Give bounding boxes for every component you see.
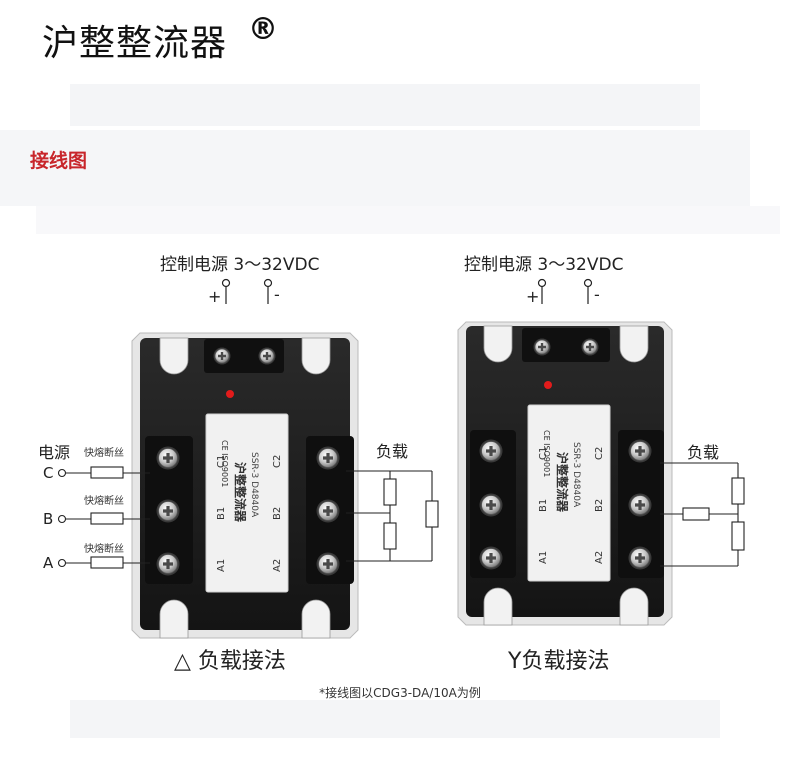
mounting-notch (301, 337, 331, 375)
terminal-label: B2 (594, 499, 605, 512)
mounting-notch (301, 599, 331, 639)
plus-sign: + (526, 287, 539, 306)
mounting-notch (619, 587, 649, 626)
plus-sign: + (208, 287, 221, 306)
wye-diagram: 控制电源 3～32VDC + - CE ISO9001 (457, 255, 745, 674)
load-wiring (660, 462, 745, 567)
plate-mark: CE ISO9001 (220, 440, 229, 487)
plate-model: SSR-3 D4840A (249, 452, 259, 518)
control-screw (581, 338, 599, 356)
terminal-label: B2 (272, 507, 283, 520)
mounting-notch (619, 325, 649, 363)
terminal-screw (156, 446, 180, 470)
source-label: 电源 (38, 443, 70, 462)
terminal-label: C1 (538, 447, 549, 460)
load-label: 负载 (687, 443, 719, 462)
delta-diagram: 控制电源 3～32VDC + - (38, 255, 439, 674)
plate-model: SSR-3 D4840A (571, 442, 581, 508)
mounting-notch (159, 599, 189, 639)
resistor (731, 521, 745, 551)
terminal-label: C1 (216, 455, 227, 468)
fuse-label: 快熔断丝 (84, 446, 124, 459)
terminal-screw (156, 552, 180, 576)
terminal-screw (628, 439, 652, 463)
plate-brand: 沪整整流器 (233, 462, 248, 523)
terminal-screw (479, 439, 503, 463)
background-band (36, 206, 780, 234)
mounting-notch (483, 325, 513, 363)
power-label: 控制电源 3～32VDC (160, 255, 319, 275)
registered-mark: ® (248, 12, 278, 47)
label-plate (205, 413, 289, 593)
caption: Y负载接法 (507, 649, 609, 674)
control-terminal-positive (221, 278, 231, 288)
power-label: 控制电源 3～32VDC (464, 255, 623, 275)
phase-label: B (43, 510, 53, 528)
relay-module: CE ISO9001 沪整整流器 SSR-3 D4840A C1 B1 A1 C… (131, 332, 359, 639)
load-label: 负载 (376, 442, 408, 461)
footnote: *接线图以CDG3-DA/10A为例 (319, 686, 481, 700)
mounting-notch (483, 587, 513, 626)
label-plate (527, 404, 611, 582)
minus-sign: - (274, 285, 280, 304)
terminal-label: A2 (594, 551, 605, 564)
background-band (70, 700, 720, 738)
minus-sign: - (594, 285, 600, 304)
led-indicator (544, 381, 552, 389)
control-terminal-positive (537, 278, 547, 288)
terminal-label: C2 (594, 447, 605, 460)
plate-mark: CE ISO9001 (542, 430, 551, 477)
terminal-label: A2 (272, 559, 283, 572)
mounting-notch (159, 337, 189, 375)
brand-name: 沪整整流器 (42, 23, 228, 64)
caption: △ 负载接法 (174, 649, 286, 674)
terminal-screw (628, 546, 652, 570)
terminal-label: A1 (216, 559, 227, 572)
resistor (682, 507, 710, 521)
resistor (425, 500, 439, 528)
load-wiring (346, 470, 439, 562)
control-terminal-negative (263, 278, 273, 288)
phase-label: C (43, 464, 53, 482)
terminal-label: B1 (216, 507, 227, 520)
phase-label: A (43, 554, 54, 572)
terminal-screw (628, 493, 652, 517)
terminal-screw (316, 552, 340, 576)
terminal-label: C2 (272, 455, 283, 468)
resistor (383, 478, 397, 506)
resistor (383, 522, 397, 550)
control-screw (258, 347, 276, 365)
fuse-label: 快熔断丝 (84, 542, 124, 555)
control-screw (213, 347, 231, 365)
background-band (70, 84, 700, 126)
fuse-label: 快熔断丝 (84, 494, 124, 507)
control-screw (533, 338, 551, 356)
plate-brand: 沪整整流器 (555, 452, 570, 513)
terminal-screw (316, 446, 340, 470)
resistor (731, 477, 745, 505)
section-title: 接线图 (30, 150, 88, 172)
terminal-screw (316, 499, 340, 523)
relay-module: CE ISO9001 沪整整流器 SSR-3 D4840A C1 B1 A1 C… (457, 321, 673, 626)
terminal-label: A1 (538, 551, 549, 564)
terminal-screw (156, 499, 180, 523)
terminal-screw (479, 493, 503, 517)
control-terminal-negative (583, 278, 593, 288)
led-indicator (226, 390, 234, 398)
terminal-label: B1 (538, 499, 549, 512)
background-band (0, 130, 750, 206)
source-wiring (57, 466, 150, 569)
terminal-screw (479, 546, 503, 570)
